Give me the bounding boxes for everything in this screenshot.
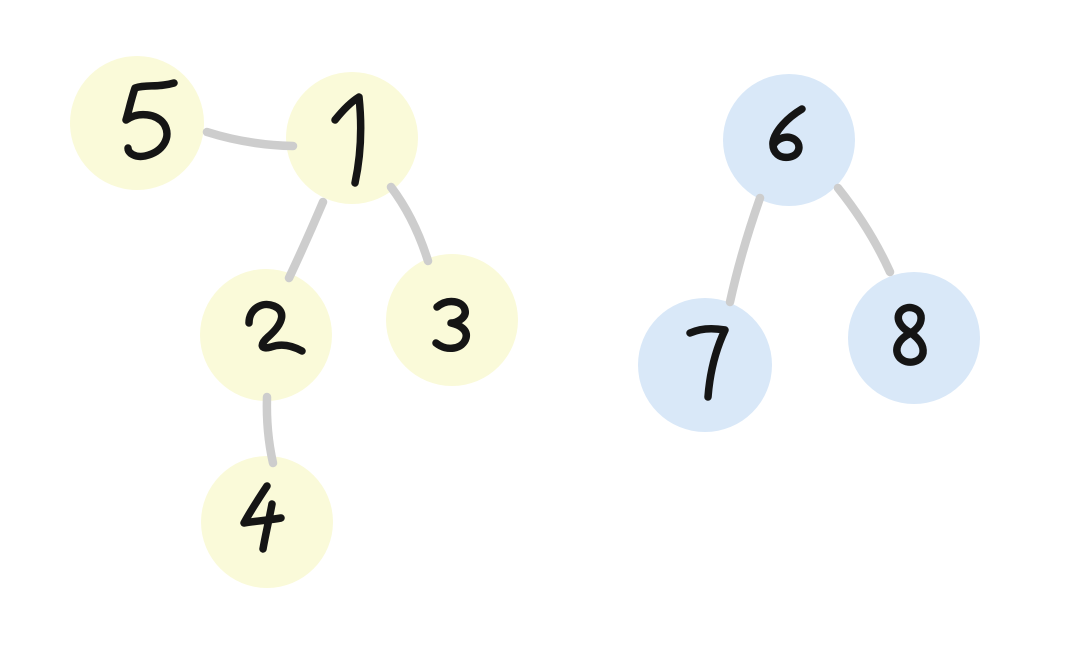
node-7: 7: [638, 298, 772, 432]
node-label-1: [331, 93, 365, 187]
node-1: 1: [286, 72, 418, 204]
edge-6-8: [833, 183, 895, 277]
node-label-2: [245, 300, 306, 355]
edge-1-2: [284, 197, 328, 283]
edge-2-4: [262, 392, 278, 468]
edge-5-1: [202, 127, 298, 151]
node-label-7: [686, 325, 729, 401]
node-label-6: [769, 105, 806, 162]
edge-6-7: [725, 193, 765, 307]
edge-1-3: [386, 182, 433, 266]
node-label-8: [893, 303, 927, 366]
node-label-3: [432, 297, 471, 353]
node-label-4: [240, 482, 285, 553]
node-5: 5: [70, 56, 204, 190]
node-label-5: [122, 79, 178, 161]
